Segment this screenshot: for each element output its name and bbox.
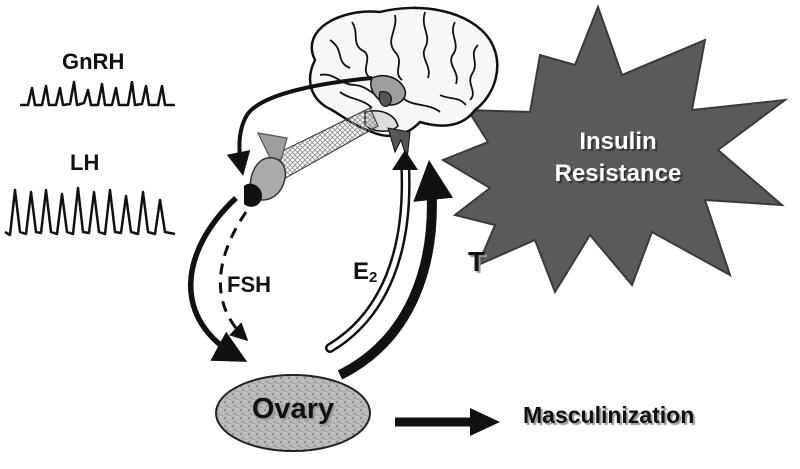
ovary-label: Ovary — [251, 393, 335, 425]
ovary-ellipse — [215, 374, 371, 452]
insulin-label-line2: Resistance — [554, 160, 682, 187]
e2-label: E2 — [353, 258, 377, 286]
lh-pulse-waveform — [4, 186, 176, 237]
arrow-fsh-to-ovary — [218, 211, 249, 342]
insulin-resistance-label: Insulin Resistance — [528, 126, 708, 190]
arrow-ovary-to-masculinization — [395, 408, 500, 436]
gnrh-pulse-waveform — [20, 80, 175, 107]
lh-label: LH — [70, 150, 100, 175]
t-label: T — [468, 246, 486, 277]
gnrh-label: GnRH — [62, 49, 125, 74]
insulin-resistance-starburst — [440, 4, 789, 295]
arrow-t-feedback — [337, 160, 454, 380]
fsh-label: FSH — [227, 272, 271, 297]
brain-illustration — [308, 6, 499, 161]
arrow-e2-feedback — [325, 150, 418, 353]
e2-main-text: E — [353, 258, 370, 285]
arrow-lh-to-ovary — [188, 195, 248, 362]
insulin-label-line1: Insulin — [579, 128, 657, 155]
e2-subscript: 2 — [369, 269, 378, 286]
masculinization-label: Masculinization — [523, 402, 695, 428]
pituitary-gland — [244, 132, 288, 207]
arrow-brain-to-pituitary — [226, 76, 373, 176]
